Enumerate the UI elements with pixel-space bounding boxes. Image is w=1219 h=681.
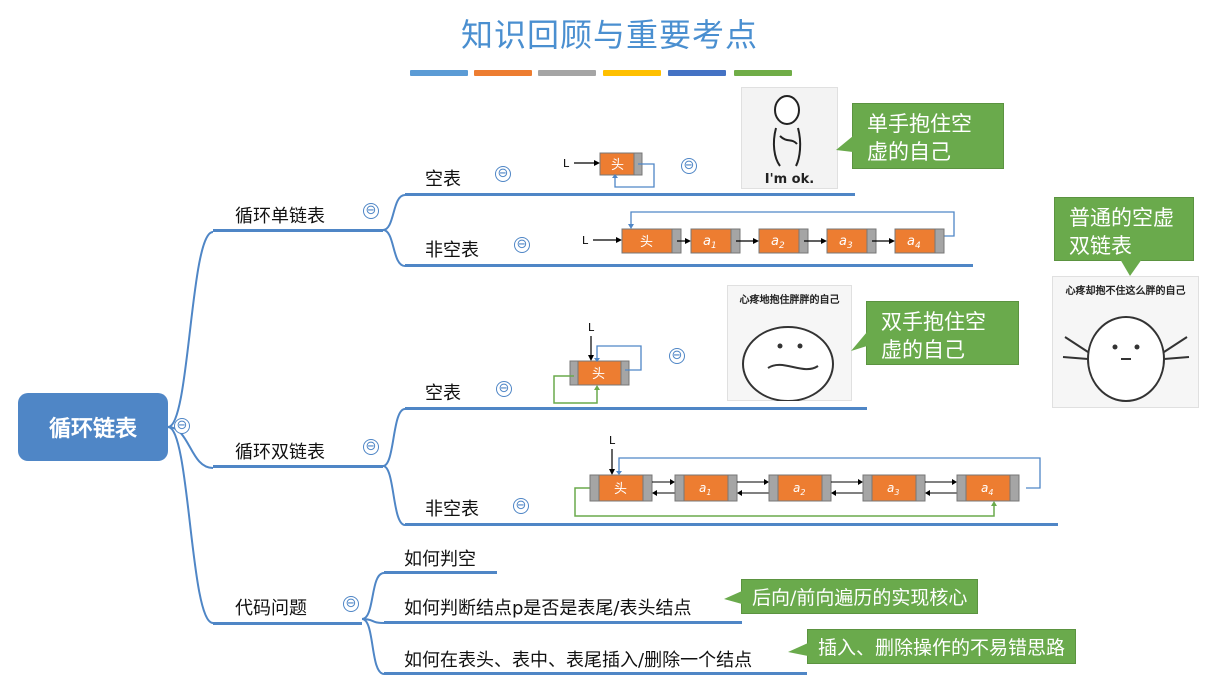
callout-traversal: 后向/前向遍历的实现核心 (741, 579, 979, 614)
branch-underline (384, 621, 742, 624)
stick-figure-icon (772, 95, 802, 167)
callout-insert-delete: 插入、删除操作的不易错思路 (807, 629, 1077, 664)
title-stripe-2 (474, 70, 532, 76)
collapse-toggle-doubly-empty-diagram[interactable]: ⊖ (669, 348, 685, 364)
sticker-im-ok: I'm ok. (741, 87, 838, 189)
branch-circular-doubly[interactable]: 循环双链表 (235, 442, 325, 463)
callout-pointer (788, 643, 808, 656)
singly-nonempty-label[interactable]: 非空表 (425, 240, 479, 261)
branch-underline (405, 193, 855, 196)
doubly-node-3: a3 (862, 474, 926, 502)
svg-text:头: 头 (640, 235, 653, 250)
head-pointer-label: L (609, 434, 616, 447)
title-stripe-5 (668, 70, 726, 76)
branch-underline (384, 672, 807, 675)
collapse-toggle-doubly[interactable]: ⊖ (363, 439, 379, 455)
code-item-insert-delete[interactable]: 如何在表头、表中、表尾插入/删除一个结点 (404, 650, 753, 671)
collapse-toggle-doubly-empty[interactable]: ⊖ (496, 381, 512, 397)
doubly-empty-label[interactable]: 空表 (425, 383, 461, 404)
branch-underline (384, 571, 497, 574)
sticker-hug-fat: 心疼地抱住胖胖的自己 (727, 285, 852, 402)
doubly-head-node: 头 (589, 474, 653, 502)
callout-double-hand: 双手抱住空虚的自己 (866, 301, 1019, 365)
branch-underline (213, 465, 383, 468)
collapse-toggle-singly[interactable]: ⊖ (363, 203, 379, 219)
sticker-caption: 心疼却抱不住这么胖的自己 (1065, 286, 1186, 297)
singly-nonempty-diagram: L 头 a1 a2 a3 a4 (582, 211, 955, 254)
callout-pointer (1120, 259, 1142, 276)
callout-pointer (851, 332, 867, 351)
code-item-empty-check[interactable]: 如何判空 (404, 549, 476, 570)
collapse-toggle-singly-nonempty[interactable]: ⊖ (514, 237, 530, 253)
sticker-caption: 心疼地抱住胖胖的自己 (739, 295, 840, 306)
branch-code-issues[interactable]: 代码问题 (235, 598, 307, 619)
blob-figure-icon (1062, 316, 1190, 402)
doubly-node-4: a4 (956, 474, 1020, 502)
collapse-toggle-doubly-nonempty[interactable]: ⊖ (513, 498, 529, 514)
svg-text:头: 头 (614, 482, 627, 497)
branch-underline (405, 523, 1058, 526)
collapse-toggle-singly-empty[interactable]: ⊖ (495, 166, 511, 182)
collapse-toggle-singly-empty-diagram[interactable]: ⊖ (681, 158, 697, 174)
branch-underline (213, 229, 383, 232)
head-pointer-label: L (582, 234, 589, 247)
doubly-node-2: a2 (768, 474, 832, 502)
root-node[interactable]: 循环链表 (18, 393, 168, 461)
callout-pointer (724, 591, 742, 604)
branch-circular-singly[interactable]: 循环单链表 (235, 206, 325, 227)
singly-node-1: a1 (690, 228, 741, 254)
head-node-label: 头 (611, 158, 624, 173)
callout-pointer (836, 136, 853, 152)
title-stripe-3 (538, 70, 596, 76)
doubly-node-1: a1 (674, 474, 738, 502)
blob-hug-icon (742, 326, 834, 402)
singly-empty-diagram: L 头 (563, 152, 655, 188)
singly-node-4: a4 (894, 228, 945, 254)
branch-underline (213, 622, 362, 625)
page-title: 知识回顾与重要考点 (460, 16, 758, 54)
callout-single-hand: 单手抱住空虚的自己 (852, 103, 1004, 169)
singly-empty-label[interactable]: 空表 (425, 169, 461, 190)
doubly-empty-diagram: L 头 (553, 321, 642, 404)
sticker-cannot-hug: 心疼却抱不住这么胖的自己 (1052, 276, 1199, 408)
doubly-nonempty-label[interactable]: 非空表 (425, 499, 479, 520)
code-item-tail-head-check[interactable]: 如何判断结点p是否是表尾/表头结点 (404, 598, 692, 619)
head-node-label: 头 (592, 367, 605, 382)
title-stripe-6 (734, 70, 792, 76)
head-pointer-label: L (588, 321, 595, 334)
head-pointer-label: L (563, 157, 570, 170)
collapse-toggle-root[interactable]: ⊖ (174, 418, 190, 434)
sticker-caption: I'm ok. (764, 172, 815, 187)
doubly-nonempty-diagram: L 头 a1 a2 a3 a4 (574, 434, 1041, 517)
singly-head-node: 头 (621, 228, 682, 254)
singly-node-2: a2 (758, 228, 809, 254)
branch-underline (405, 264, 973, 267)
title-stripe-4 (603, 70, 661, 76)
callout-plain-doubly: 普通的空虚双链表 (1054, 197, 1194, 261)
singly-node-3: a3 (826, 228, 877, 254)
branch-underline (405, 407, 867, 410)
collapse-toggle-code[interactable]: ⊖ (343, 596, 359, 612)
title-stripe-1 (410, 70, 468, 76)
